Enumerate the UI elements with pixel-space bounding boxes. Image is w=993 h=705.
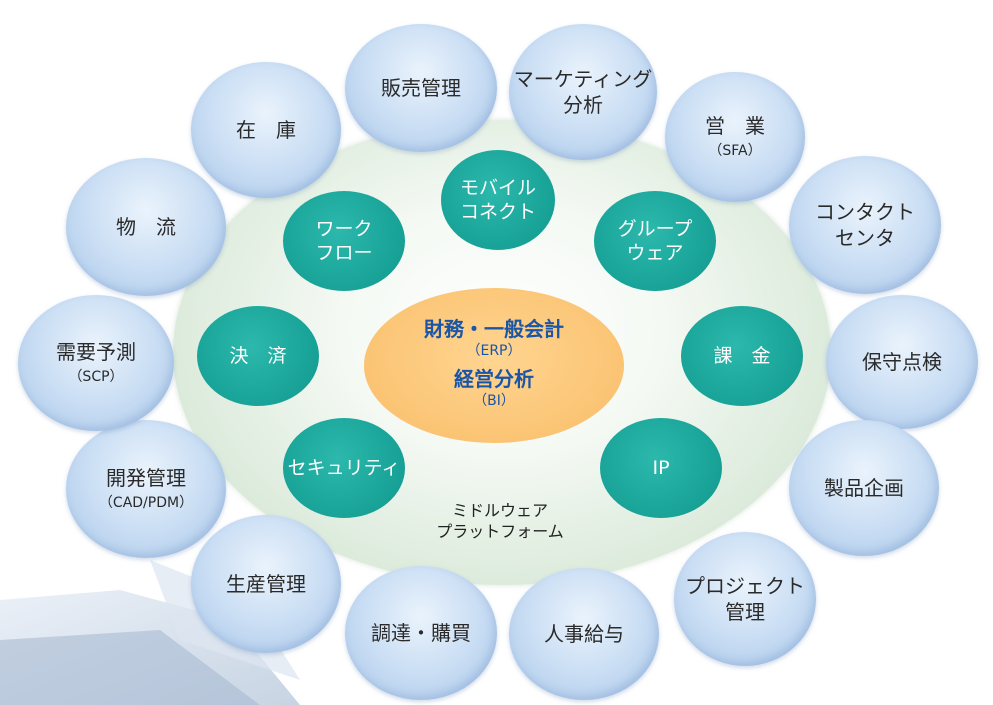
outer-circle-juyo: 需要予測 （SCP） [18,295,174,431]
outer-circle-hoshu: 保守点検 [826,295,978,429]
inner-circle-label: IP [652,457,670,479]
inner-circle-ip: IP [600,418,722,518]
outer-circle-chotatsu: 調達・購買 [345,566,497,700]
inner-circle-groupware: グループ ウェア [594,191,716,291]
inner-circle-label: セキュリティ [287,457,401,479]
inner-circle-label: グループ ウェア [617,218,693,264]
inner-circle-mobile: モバイル コネクト [441,150,555,250]
outer-circle-label: 需要予測 [56,340,136,364]
outer-circle-hanbai: 販売管理 [345,24,497,152]
inner-circle-security: セキュリティ [283,418,405,518]
outer-circle-project: プロジェクト 管理 [674,532,816,666]
outer-circle-label: 物 流 [116,215,176,239]
inner-circle-label: 課 金 [713,345,771,367]
outer-circle-contact: コンタクト センタ [789,156,941,294]
outer-circle-zaiko: 在 庫 [191,62,341,198]
outer-circle-butsuryu: 物 流 [66,158,226,296]
outer-circle-label: 販売管理 [381,76,461,100]
outer-circle-label: 在 庫 [236,118,296,142]
outer-circle-sublabel: （SFA） [708,143,762,159]
center-title-bi: 経営分析 [454,366,534,391]
outer-circle-label: 保守点検 [862,350,942,374]
outer-circle-label: 人事給与 [544,622,624,646]
outer-circle-sublabel: （SCP） [68,369,124,385]
center-core-ellipse: 財務・一般会計 （ERP） 経営分析 （BI） [364,288,624,443]
center-title-erp: 財務・一般会計 [424,316,564,341]
outer-circle-seisan: 生産管理 [191,515,341,653]
outer-circle-sublabel: （CAD/PDM） [98,495,194,511]
inner-circle-label: モバイル コネクト [459,177,536,223]
outer-circle-label: コンタクト センタ [815,200,915,250]
inner-circle-kessai: 決 済 [197,306,319,406]
center-sub-bi: （BI） [473,392,515,409]
outer-circle-label: マーケティング 分析 [513,67,653,117]
middleware-platform-label: ミドルウェア プラットフォーム [436,501,564,541]
outer-circle-label: 開発管理 [106,466,186,490]
outer-circle-eigyo: 営 業 （SFA） [665,72,805,202]
center-sub-erp: （ERP） [466,342,522,359]
outer-circle-label: プロジェクト 管理 [685,574,805,624]
inner-circle-label: ワーク フロー [315,218,373,264]
outer-circle-label: 生産管理 [226,572,306,596]
outer-circle-label: 調達・購買 [371,621,471,645]
outer-circle-label: 製品企画 [824,476,904,500]
outer-circle-marketing: マーケティング 分析 [509,24,657,160]
outer-circle-kaihatsu: 開発管理 （CAD/PDM） [66,420,226,558]
inner-circle-kakin: 課 金 [681,306,803,406]
outer-circle-jinji: 人事給与 [509,568,659,700]
inner-circle-workflow: ワーク フロー [283,191,405,291]
inner-circle-label: 決 済 [229,345,287,367]
outer-circle-label: 営 業 [705,114,765,138]
outer-circle-seihin: 製品企画 [789,420,939,556]
